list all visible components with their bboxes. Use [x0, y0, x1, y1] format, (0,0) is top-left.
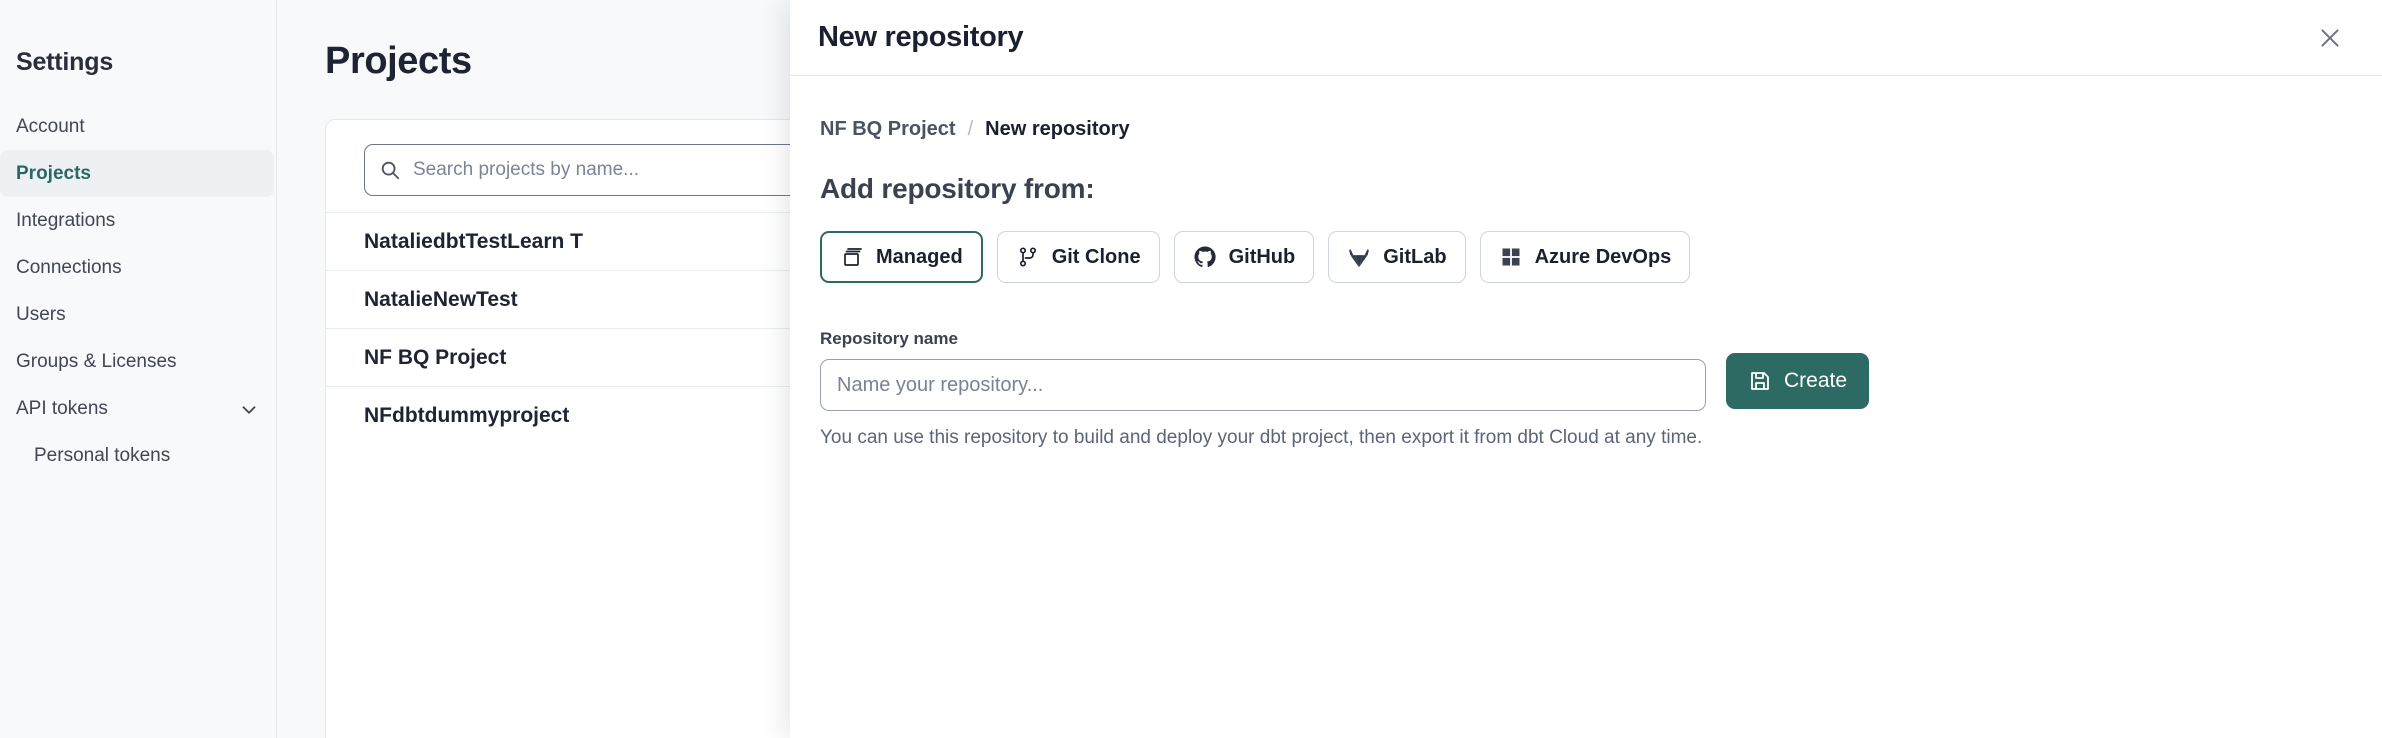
- sidebar-item-label: API tokens: [16, 397, 108, 419]
- project-name: NFdbtdummyproject: [364, 403, 570, 427]
- repository-name-group: Repository name You can use this reposit…: [820, 329, 1706, 449]
- sidebar-item-label: Connections: [16, 256, 122, 278]
- sidebar-title: Settings: [16, 48, 114, 76]
- source-option-label: Git Clone: [1051, 245, 1141, 268]
- breadcrumb: NF BQ Project / New repository: [820, 118, 2352, 141]
- repository-source-options: Managed Git Clone GitHub GitLab Azure DevOps: [820, 231, 2352, 283]
- sidebar-item-label: Personal tokens: [34, 444, 171, 466]
- sidebar-item-label: Integrations: [16, 209, 116, 231]
- sidebar-item-label: Users: [16, 303, 66, 325]
- create-button[interactable]: Create: [1726, 353, 1870, 409]
- repository-name-input[interactable]: [820, 359, 1706, 411]
- breadcrumb-current: New repository: [985, 118, 1130, 140]
- chevron-down-icon[interactable]: [238, 399, 258, 419]
- azure-devops-icon: [1499, 245, 1523, 269]
- project-name: NF BQ Project: [364, 345, 507, 369]
- source-option-label: Managed: [876, 245, 963, 268]
- source-option-managed[interactable]: Managed: [820, 231, 983, 283]
- source-option-gitlab[interactable]: GitLab: [1328, 231, 1466, 283]
- save-icon: [1748, 369, 1772, 393]
- sidebar-item-account[interactable]: Account: [0, 103, 274, 150]
- sidebar-item-personal-tokens[interactable]: Personal tokens: [0, 432, 274, 479]
- new-repository-panel: New repository NF BQ Project / New repos…: [790, 0, 2382, 738]
- sidebar-item-api-tokens[interactable]: API tokens: [0, 385, 274, 432]
- sidebar-item-label: Groups & Licenses: [16, 350, 177, 372]
- add-repository-heading: Add repository from:: [820, 173, 1095, 204]
- source-option-label: GitLab: [1383, 245, 1447, 268]
- source-option-git-clone[interactable]: Git Clone: [996, 231, 1160, 283]
- close-icon: [2317, 25, 2343, 51]
- sidebar-item-connections[interactable]: Connections: [0, 244, 274, 291]
- close-button[interactable]: [2310, 18, 2350, 58]
- panel-body: NF BQ Project / New repository Add repos…: [790, 76, 2382, 449]
- source-option-github[interactable]: GitHub: [1173, 231, 1315, 283]
- page-title: Projects: [325, 40, 472, 82]
- repository-name-label: Repository name: [820, 329, 958, 348]
- sidebar-item-integrations[interactable]: Integrations: [0, 197, 274, 244]
- database-stack-icon: [840, 245, 864, 269]
- repository-helper-text: You can use this repository to build and…: [820, 427, 1703, 448]
- create-button-label: Create: [1784, 369, 1848, 392]
- source-option-label: GitHub: [1228, 245, 1296, 268]
- sidebar-item-label: Projects: [16, 162, 91, 184]
- sidebar-item-projects[interactable]: Projects: [0, 150, 274, 197]
- repository-form: Repository name You can use this reposit…: [820, 329, 2352, 449]
- search-icon: [379, 159, 401, 181]
- sidebar-item-label: Account: [16, 115, 85, 137]
- sidebar-item-users[interactable]: Users: [0, 291, 274, 338]
- panel-title: New repository: [818, 21, 1024, 53]
- breadcrumb-separator: /: [967, 118, 974, 140]
- project-name: NataliedbtTestLearn T: [364, 229, 583, 253]
- breadcrumb-parent[interactable]: NF BQ Project: [820, 118, 956, 140]
- project-name: NatalieNewTest: [364, 287, 518, 311]
- github-icon: [1193, 245, 1217, 269]
- source-option-label: Azure DevOps: [1534, 245, 1672, 268]
- source-option-azure-devops[interactable]: Azure DevOps: [1479, 231, 1691, 283]
- sidebar-item-groups-licenses[interactable]: Groups & Licenses: [0, 338, 274, 385]
- git-branch-icon: [1016, 245, 1040, 269]
- panel-header: New repository: [790, 0, 2382, 76]
- gitlab-icon: [1347, 245, 1371, 269]
